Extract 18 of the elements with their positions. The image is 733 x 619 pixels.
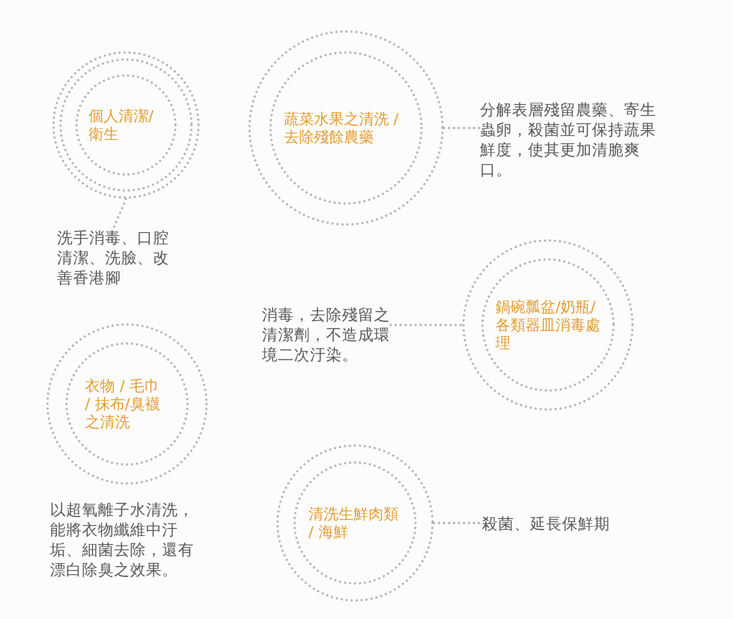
circle-label: 鍋碗瓢盆/奶瓶/各類器皿消毒處理 <box>496 298 600 352</box>
description-text: 分解表層殘留農藥、寄生蟲卵，殺菌並可保持蔬果鮮度，使其更加清脆爽口。 <box>480 100 671 181</box>
dotted-circle-node <box>248 30 444 226</box>
circle-label: 蔬菜水果之清洗 / 去除殘餘農藥 <box>284 110 400 146</box>
circle-label: 衣物 / 毛巾 / 抹布/臭襪之清洗 <box>85 377 161 431</box>
dotted-circle-node <box>462 239 634 411</box>
description-text: 消毒，去除殘留之清潔劑，不造成環境二次汙染。 <box>262 305 391 366</box>
description-text: 殺菌、延長保鮮期 <box>482 514 610 534</box>
description-text: 洗手消毒、口腔清潔、洗臉、改善香港腳 <box>57 228 170 288</box>
dotted-circle-node <box>52 51 200 199</box>
circle-label: 清洗生鮮肉類 / 海鮮 <box>308 505 400 541</box>
circle-label: 個人清潔/衛生 <box>88 107 155 143</box>
dotted-circle-node <box>276 444 434 602</box>
dotted-circle-node <box>46 323 208 485</box>
leader-line <box>112 198 128 230</box>
leader-line <box>442 126 482 130</box>
description-text: 以超氧離子水清洗，能將衣物纖維中汙垢、細菌去除，還有漂白除臭之效果。 <box>50 500 195 581</box>
leader-line <box>389 324 464 326</box>
